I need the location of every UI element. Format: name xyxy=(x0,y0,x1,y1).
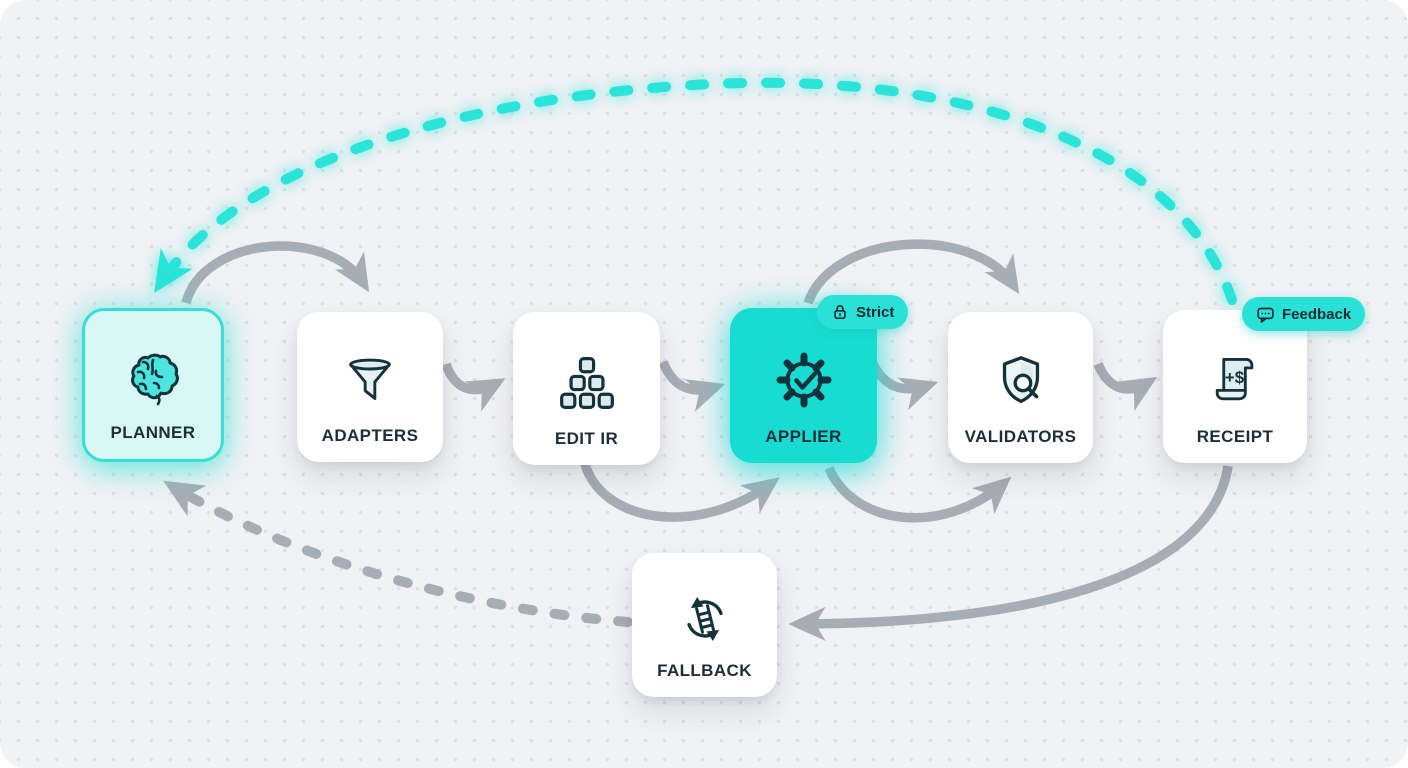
gear-check-icon xyxy=(772,332,836,427)
brain-icon xyxy=(121,335,185,423)
strict-badge: Strict xyxy=(817,295,909,329)
edge-editir-applier-arc-bottom xyxy=(580,462,780,522)
receipt-icon-text: +$ xyxy=(1225,367,1245,386)
node-label: RECEIPT xyxy=(1196,427,1274,446)
feedback-badge: Feedback xyxy=(1242,297,1366,331)
edge-applier-validators-mid xyxy=(867,359,939,410)
edge-receipt-planner-feedback-dashed xyxy=(154,77,1237,305)
node-label: ADAPTERS xyxy=(321,426,419,445)
node-label: PLANNER xyxy=(110,423,196,442)
node-validators: VALIDATORS xyxy=(948,312,1093,463)
node-fallback: FALLBACK xyxy=(632,553,777,697)
node-applier: APPLIER xyxy=(730,308,877,463)
edge-planner-adapters-arc-top xyxy=(181,241,370,305)
edge-applier-validators-arc-bottom xyxy=(824,465,1012,523)
node-label: EDIT IR xyxy=(554,429,619,448)
lock-icon xyxy=(831,303,849,321)
node-label: FALLBACK xyxy=(657,661,752,680)
node-edit-ir: EDIT IR xyxy=(513,312,660,465)
blocks-hierarchy-icon xyxy=(557,336,617,429)
edge-receipt-fallback-sweep xyxy=(788,465,1233,642)
edge-fallback-planner-dashed xyxy=(163,480,633,627)
node-label: APPLIER xyxy=(765,427,842,446)
node-receipt: +$ RECEIPT xyxy=(1163,310,1307,463)
node-label: VALIDATORS xyxy=(964,427,1077,446)
edge-applier-validators-arc-top xyxy=(803,239,1020,305)
speech-bubble-icon xyxy=(1256,305,1275,324)
edge-editir-applier xyxy=(658,360,726,412)
receipt-dollar-icon: +$ xyxy=(1205,334,1265,427)
badge-label: Strict xyxy=(856,303,895,321)
node-adapters: ADAPTERS xyxy=(297,312,443,462)
badge-label: Feedback xyxy=(1282,305,1352,323)
shield-search-icon xyxy=(990,336,1052,427)
funnel-icon xyxy=(339,336,401,426)
node-planner: PLANNER xyxy=(82,308,224,462)
edge-adapters-editir xyxy=(441,362,506,412)
retry-ladder-icon xyxy=(675,577,735,661)
edge-validators-receipt xyxy=(1093,361,1158,412)
